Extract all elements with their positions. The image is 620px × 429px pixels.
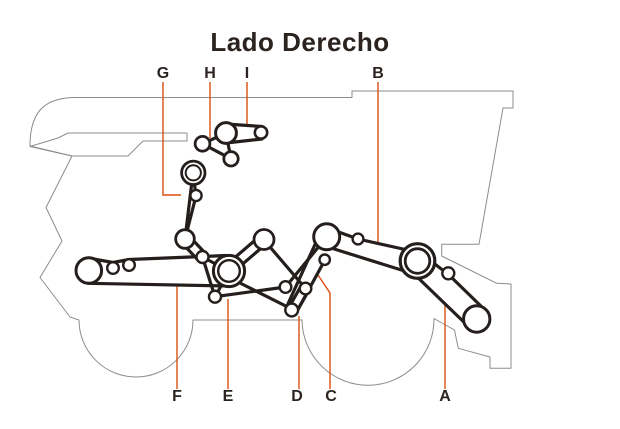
callout-label-h: H (204, 65, 216, 82)
pulley (189, 188, 203, 203)
leader-lines (162, 82, 446, 389)
pulley (74, 256, 104, 285)
pulley (441, 266, 456, 281)
pulley (351, 232, 365, 246)
pulleys (74, 121, 492, 334)
pulley-inner-ring (216, 259, 241, 284)
pulley (252, 228, 276, 251)
pulley (207, 289, 223, 304)
pulley (105, 261, 120, 276)
pulley (312, 222, 342, 252)
pulley-inner-ring (184, 164, 202, 182)
diagram-title: Lado Derecho (210, 27, 390, 57)
pulley (214, 121, 238, 145)
callout-label-f: F (172, 388, 182, 405)
pulley (284, 302, 300, 318)
pulley (318, 253, 332, 267)
leader-line-c (317, 274, 331, 389)
machine-outline (29, 90, 514, 386)
belts (86, 122, 488, 329)
pulley (222, 150, 240, 168)
pulley (174, 228, 196, 250)
callout-label-a: A (439, 388, 451, 405)
pulley (121, 258, 136, 273)
pulley (462, 304, 492, 334)
machine-body-outline (29, 90, 514, 386)
leader-line-g (162, 82, 181, 196)
pulley (193, 135, 212, 153)
pulley (195, 249, 210, 265)
cab-visor-outline (29, 132, 188, 157)
pulley (253, 125, 269, 141)
callout-label-e: E (222, 388, 234, 405)
callout-label-d: D (291, 388, 303, 405)
belt-h (200, 131, 233, 161)
belt-center-cross-1 (238, 281, 294, 311)
pulley (298, 281, 313, 296)
belt-e-d-link (213, 285, 288, 299)
pulley (278, 280, 293, 295)
callout-label-g: G (156, 65, 170, 82)
callout-label-c: C (325, 388, 337, 405)
callout-label-i: I (244, 65, 250, 82)
pulley-inner-ring (403, 247, 432, 275)
callout-label-b: B (372, 65, 384, 82)
